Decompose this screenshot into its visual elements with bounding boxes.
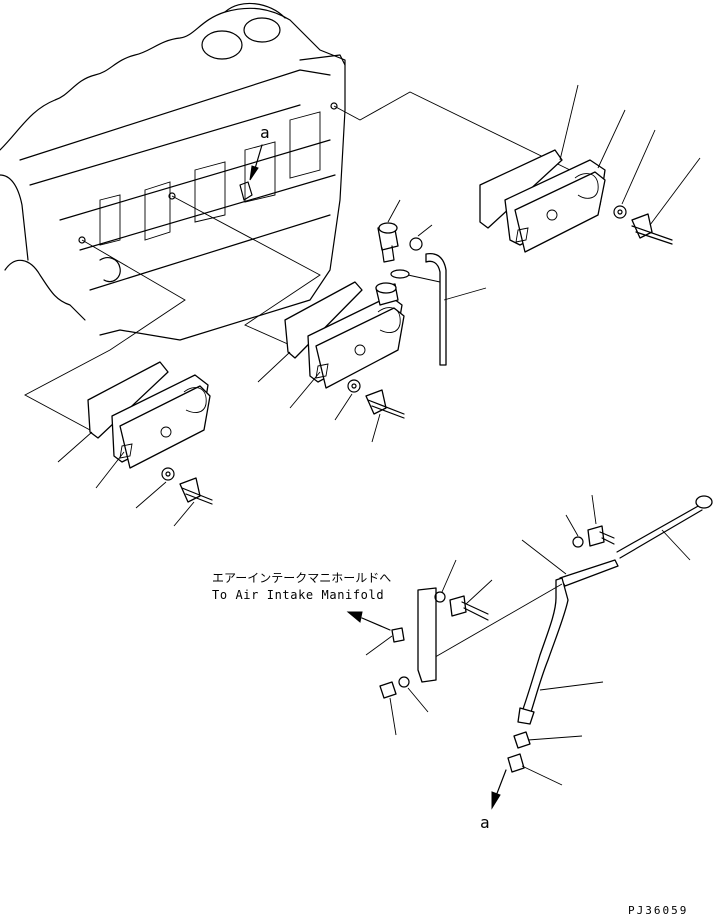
callout-leaders: [57, 84, 701, 786]
destination-label-en: To Air Intake Manifold: [212, 588, 384, 602]
leader-lines: [24, 91, 571, 431]
reference-arrow-top: a: [249, 123, 270, 181]
dipstick-guide: [379, 495, 713, 773]
side-cover-left: [87, 361, 213, 505]
side-cover-middle: [284, 281, 405, 419]
side-cover-right: [479, 149, 673, 253]
drawing-number: PJ36059: [628, 904, 688, 917]
destination-arrow: [346, 611, 391, 631]
engine-block: [0, 2, 346, 341]
reference-arrow-bottom: a: [480, 769, 507, 832]
destination-label-jp: エアーインテークマニホールドへ: [212, 571, 391, 585]
breather-hose: [377, 222, 447, 366]
ref-label-bottom: a: [480, 813, 490, 832]
ref-label-top: a: [260, 123, 270, 142]
